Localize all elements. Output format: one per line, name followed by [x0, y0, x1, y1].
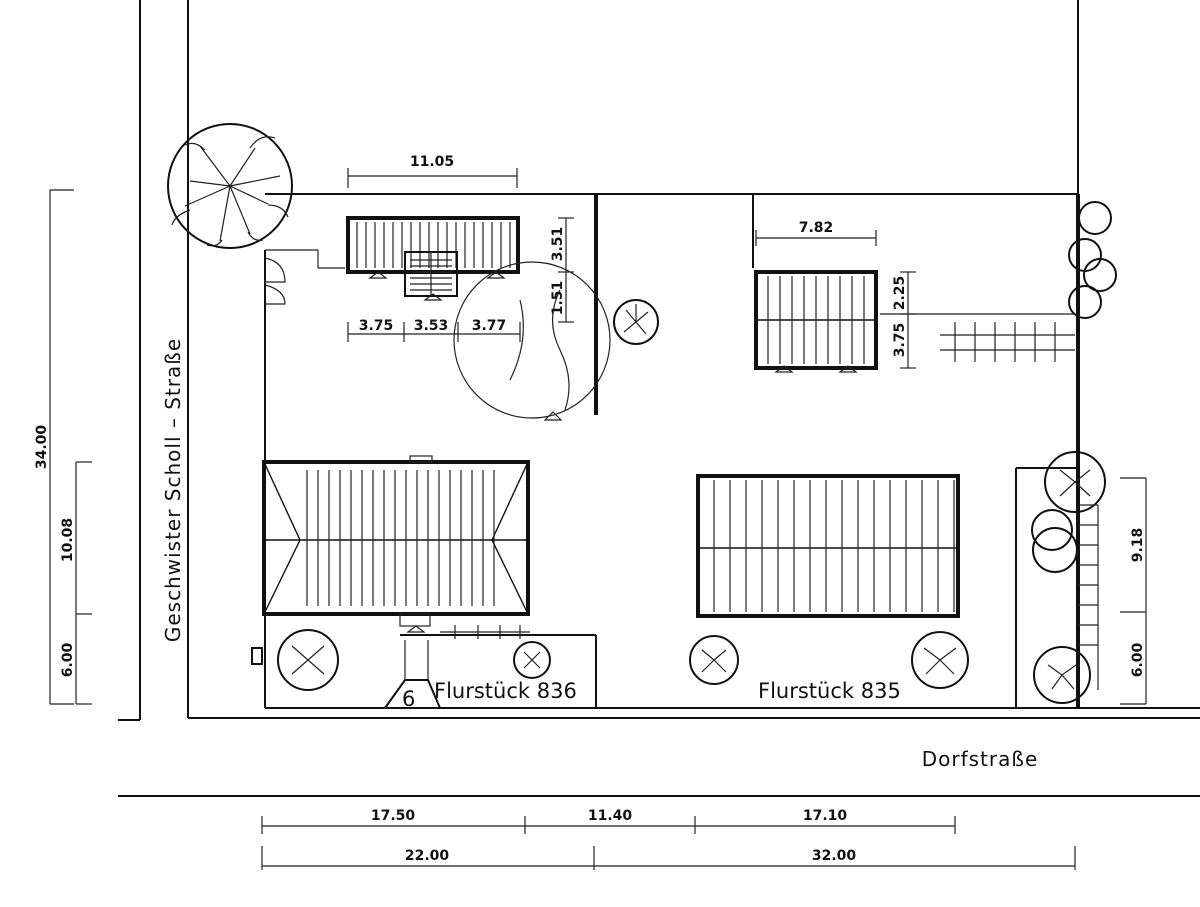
entrance-path [251, 625, 530, 709]
parcel-label-836: Flurstück 836 [434, 679, 577, 703]
dim-right-upper: 9.18 [1130, 528, 1146, 563]
building-house-836 [262, 455, 530, 633]
dim-segment-a: 3.75 [359, 318, 394, 334]
entrance-number: 6 [402, 687, 415, 711]
dim-left-upper: 10.08 [60, 518, 76, 562]
dimension-lines [49, 168, 1147, 870]
trees-front [277, 629, 969, 691]
building-house-835 [696, 474, 960, 618]
dim-bottom-4: 22.00 [405, 848, 450, 864]
tree-large-center [453, 261, 611, 421]
terrace-grid [880, 313, 1075, 362]
dim-segment-b: 3.53 [414, 318, 449, 334]
building-shed-topleft [346, 216, 520, 301]
dim-top-width: 11.05 [410, 154, 454, 170]
building-carport [754, 270, 878, 373]
trees-right-hedge [1031, 201, 1117, 704]
dim-vert-151: 1.51 [550, 281, 566, 316]
dim-left-lower: 6.00 [60, 642, 76, 677]
parking-ticks [1078, 504, 1099, 690]
dim-garage-width: 7.82 [799, 220, 834, 236]
dim-left-total: 34.00 [34, 425, 50, 470]
gate-symbol [264, 249, 345, 305]
dim-bottom-5: 32.00 [812, 848, 857, 864]
tree-small-center [613, 299, 659, 345]
tree-large-topleft [167, 123, 293, 249]
dim-vert-225: 2.25 [892, 276, 908, 311]
dim-bottom-2: 11.40 [588, 808, 633, 824]
dim-bottom-3: 17.10 [803, 808, 848, 824]
street-label-left: Geschwister Scholl – Straße [161, 338, 185, 642]
property-boundaries [264, 193, 1200, 709]
dim-bottom-1: 17.50 [371, 808, 416, 824]
dim-vert-375: 3.75 [892, 323, 908, 358]
street-label-bottom: Dorfstraße [922, 747, 1039, 771]
dim-vert-351: 3.51 [550, 227, 566, 262]
dim-right-lower: 6.00 [1130, 642, 1146, 677]
street-lines [118, 0, 1200, 797]
parcel-label-835: Flurstück 835 [758, 679, 901, 703]
dim-segment-c: 3.77 [472, 318, 507, 334]
